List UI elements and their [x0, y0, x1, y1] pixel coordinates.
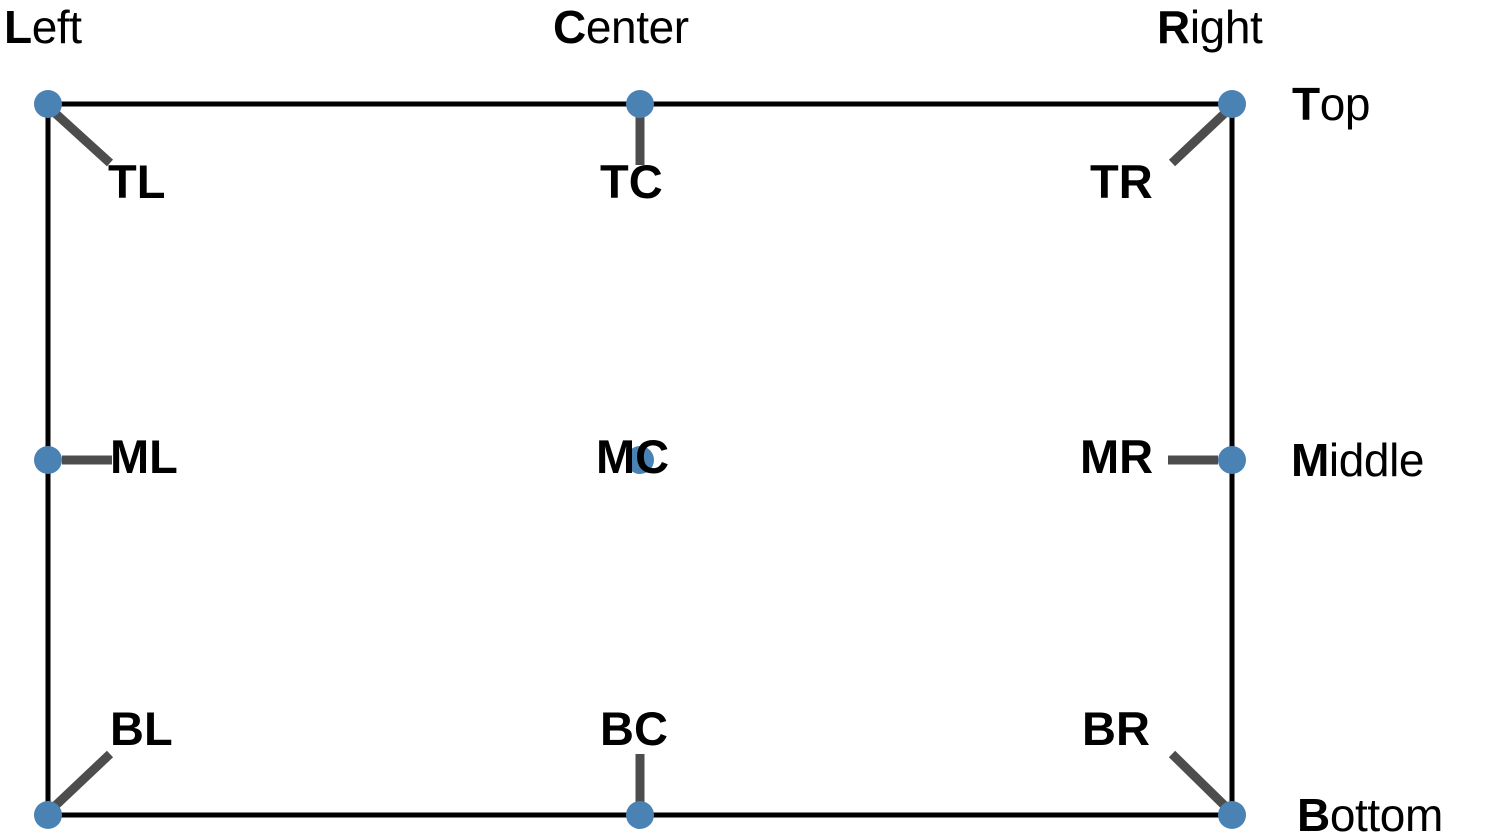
column-caption-right-lead: R	[1157, 1, 1190, 53]
row-caption-middle-lead: M	[1291, 434, 1329, 486]
column-caption-center: Center	[553, 4, 689, 50]
anchor-label-BL: BL	[110, 702, 173, 755]
anchor-label-TR: TR	[1090, 155, 1153, 208]
column-caption-center-rest: enter	[585, 1, 689, 53]
anchor-node-ML[interactable]	[34, 446, 62, 474]
anchor-node-TR[interactable]	[1218, 90, 1246, 118]
anchor-node-MR[interactable]	[1218, 446, 1246, 474]
leader-line-group	[51, 109, 1229, 810]
leader-line-BR	[1168, 750, 1229, 810]
leader-line-BL	[51, 750, 114, 810]
anchor-label-ML: ML	[110, 430, 178, 483]
column-caption-right-rest: ight	[1189, 1, 1263, 53]
row-caption-bottom-lead: B	[1297, 789, 1330, 839]
row-caption-top-rest: op	[1319, 78, 1371, 130]
row-caption-middle-rest: iddle	[1328, 434, 1425, 486]
anchor-node-TL[interactable]	[34, 90, 62, 118]
anchor-node-BC[interactable]	[626, 801, 654, 829]
column-caption-center-lead: C	[553, 1, 586, 53]
row-caption-bottom: Bottom	[1297, 792, 1443, 838]
row-caption-top: Top	[1292, 81, 1370, 127]
anchor-node-MC[interactable]	[626, 446, 654, 474]
anchor-node-TC[interactable]	[626, 90, 654, 118]
leader-line-TR	[1168, 109, 1229, 167]
row-caption-middle: Middle	[1291, 434, 1425, 486]
anchor-label-TC: TC	[600, 155, 663, 208]
anchor-label-MC: MC	[596, 430, 670, 483]
column-caption-left: Left	[4, 4, 82, 50]
anchor-node-BR[interactable]	[1218, 801, 1246, 829]
row-caption-bottom-rest: ottom	[1329, 789, 1443, 839]
anchor-label-BR: BR	[1082, 702, 1150, 755]
column-caption-left-lead: L	[4, 1, 32, 53]
anchor-node-BL[interactable]	[34, 801, 62, 829]
anchor-label-TL: TL	[108, 155, 166, 208]
column-caption-right: Right	[1157, 1, 1263, 53]
anchor-label-BC: BC	[600, 702, 668, 755]
row-caption-top-lead: T	[1292, 78, 1320, 130]
anchor-label-MR: MR	[1080, 430, 1154, 483]
anchor-node-group	[34, 90, 1246, 829]
leader-line-TL	[51, 109, 114, 167]
column-caption-left-rest: eft	[31, 1, 82, 53]
